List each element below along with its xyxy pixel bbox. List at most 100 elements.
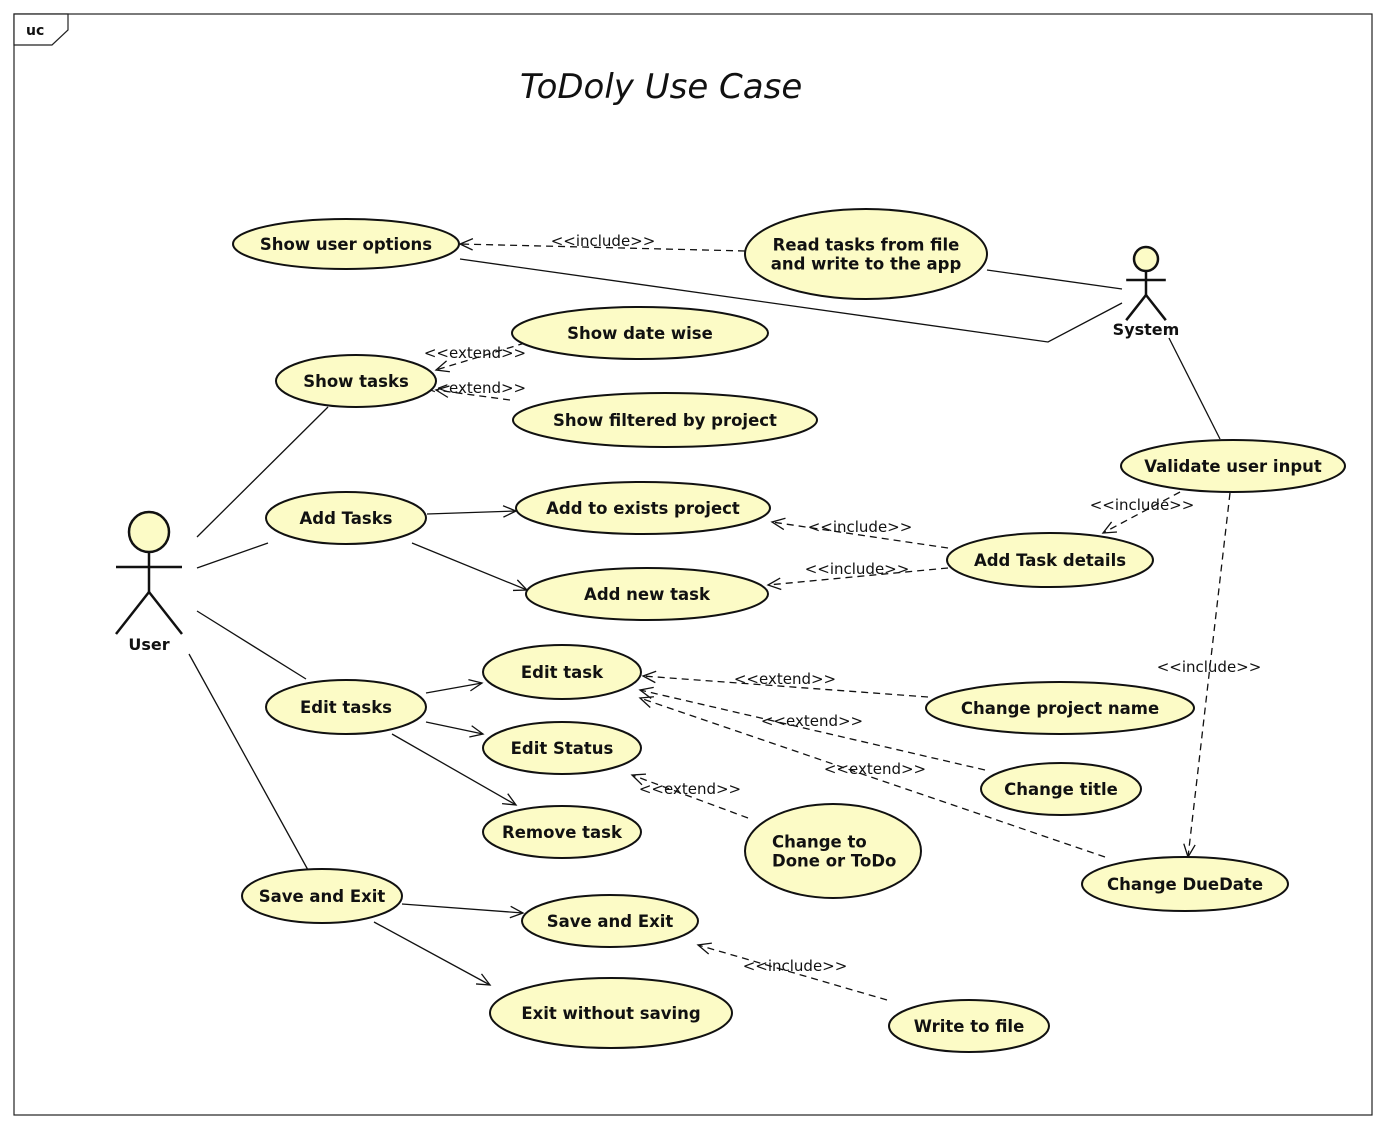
use-case-edit-task[interactable]: Edit task: [482, 644, 642, 700]
directed-edit-tasks-to-edit-status-arrowhead: [469, 725, 485, 738]
actor-system: System: [1113, 245, 1179, 339]
use-case-label: Edit task: [521, 663, 604, 682]
use-case-add-task-details[interactable]: Add Task details: [946, 532, 1154, 588]
use-case-label: Edit Status: [511, 739, 614, 758]
association-user-to-save-exit-main-line: [188, 653, 309, 871]
use-case-label: Change project name: [961, 699, 1159, 718]
actor-user: User: [115, 510, 183, 654]
include-validate-input-to-add-task-details-arrowhead: [1101, 521, 1118, 534]
use-case-show-date-wise[interactable]: Show date wise: [511, 306, 769, 360]
extend-show-filtered-to-show-tasks-arrowhead: [434, 385, 450, 398]
include-add-task-details-to-add-new-task-label: <<include>>: [805, 560, 910, 578]
use-case-change-title[interactable]: Change title: [980, 762, 1142, 816]
extend-show-filtered-to-show-tasks-line: [435, 389, 511, 401]
actor-legs: [115, 589, 183, 635]
use-case-label: Add to exists project: [546, 499, 740, 518]
use-case-validate-input[interactable]: Validate user input: [1120, 439, 1346, 493]
use-case-ellipse[interactable]: [512, 392, 818, 448]
use-case-ellipse[interactable]: [980, 762, 1142, 816]
use-case-label: Change to: [772, 833, 867, 852]
use-case-ellipse[interactable]: [744, 803, 922, 899]
extend-change-duedate-to-edit-task-arrowhead: [638, 696, 655, 709]
actor-label: User: [128, 635, 169, 654]
use-case-ellipse[interactable]: [525, 567, 769, 621]
extend-change-project-name-to-edit-task-label: <<extend>>: [734, 670, 836, 688]
include-add-task-details-to-add-new-task-arrowhead: [766, 577, 782, 591]
include-add-task-details-to-add-to-exists-label: <<include>>: [808, 518, 913, 536]
use-case-edit-status[interactable]: Edit Status: [482, 721, 642, 775]
use-case-label: Edit tasks: [300, 698, 392, 717]
include-read-tasks-to-show-user-options-label: <<include>>: [551, 232, 656, 250]
actor-head: [1132, 245, 1160, 273]
use-case-ellipse[interactable]: [232, 218, 460, 270]
extend-change-done-todo-to-edit-status-line: [631, 774, 749, 819]
use-case-ellipse[interactable]: [521, 894, 699, 948]
use-case-label: Done or ToDo: [772, 852, 896, 871]
use-case-ellipse[interactable]: [1120, 439, 1346, 493]
use-case-label: and write to the app: [771, 255, 962, 274]
association-user-to-show-tasks-line: [196, 406, 329, 538]
use-case-change-project-name[interactable]: Change project name: [925, 681, 1195, 735]
use-case-ellipse[interactable]: [888, 999, 1050, 1053]
extend-change-done-todo-to-edit-status-arrowhead: [630, 773, 647, 786]
include-add-task-details-to-add-new-task-line: [767, 567, 949, 586]
use-case-ellipse[interactable]: [482, 644, 642, 700]
include-write-to-file-to-save-exit-line: [697, 944, 888, 1001]
frame-tag-box: [13, 13, 69, 46]
association-system-to-validate-input-line: [1168, 337, 1221, 440]
use-case-add-tasks[interactable]: Add Tasks: [265, 491, 427, 545]
use-case-save-exit[interactable]: Save and Exit: [521, 894, 699, 948]
extend-show-date-wise-to-show-tasks-line: [435, 342, 526, 371]
use-case-add-new-task[interactable]: Add new task: [525, 567, 769, 621]
use-case-add-to-exists[interactable]: Add to exists project: [515, 481, 771, 535]
use-case-exit-without-saving[interactable]: Exit without saving: [489, 977, 733, 1049]
use-case-ellipse[interactable]: [511, 306, 769, 360]
association-system-to-read-tasks-line: [986, 269, 1123, 290]
use-case-ellipse[interactable]: [744, 208, 988, 300]
use-case-ellipse[interactable]: [515, 481, 771, 535]
use-case-show-filtered[interactable]: Show filtered by project: [512, 392, 818, 448]
use-case-ellipse[interactable]: [482, 721, 642, 775]
include-write-to-file-to-save-exit-label: <<include>>: [743, 957, 848, 975]
frame-tag: uc: [26, 23, 44, 39]
use-cases: Show user options Read tasks from fileand…: [232, 208, 1346, 1053]
relationship-lines: [188, 238, 1231, 1001]
directed-edit-tasks-to-edit-task-line: [425, 682, 483, 694]
extend-change-duedate-to-edit-task-line: [639, 697, 1106, 858]
use-case-label: Change DueDate: [1107, 875, 1263, 894]
extend-change-project-name-to-edit-task-arrowhead: [641, 670, 657, 684]
use-case-label: Write to file: [914, 1017, 1025, 1036]
directed-edit-tasks-to-edit-status-line: [425, 721, 484, 735]
use-case-ellipse[interactable]: [275, 354, 437, 408]
use-case-ellipse[interactable]: [1081, 856, 1289, 912]
extend-change-title-to-edit-task-arrowhead: [638, 686, 654, 699]
use-case-label: Add new task: [584, 585, 711, 604]
use-case-ellipse[interactable]: [489, 977, 733, 1049]
include-add-task-details-to-add-to-exists-line: [771, 521, 949, 549]
extend-change-duedate-to-edit-task-label: <<extend>>: [824, 760, 926, 778]
use-case-edit-tasks[interactable]: Edit tasks: [265, 679, 427, 735]
diagram-frame: [13, 13, 1373, 1116]
extend-show-filtered-to-show-tasks-label: <<extend>>: [424, 379, 526, 397]
use-case-show-user-options[interactable]: Show user options: [232, 218, 460, 270]
use-case-remove-task[interactable]: Remove task: [482, 805, 642, 859]
use-case-ellipse[interactable]: [925, 681, 1195, 735]
directed-edit-tasks-to-remove-task-line: [391, 733, 517, 806]
include-write-to-file-to-save-exit-arrowhead: [696, 942, 712, 955]
diagram-title: ToDoly Use Case: [520, 67, 802, 107]
use-case-change-duedate[interactable]: Change DueDate: [1081, 856, 1289, 912]
use-case-show-tasks[interactable]: Show tasks: [275, 354, 437, 408]
use-case-ellipse[interactable]: [482, 805, 642, 859]
use-case-write-to-file[interactable]: Write to file: [888, 999, 1050, 1053]
use-case-ellipse[interactable]: [946, 532, 1154, 588]
include-validate-input-to-add-task-details-line: [1102, 491, 1181, 534]
use-case-save-exit-main[interactable]: Save and Exit: [241, 868, 403, 924]
use-case-ellipse[interactable]: [241, 868, 403, 924]
use-case-ellipse[interactable]: [265, 491, 427, 545]
extend-show-date-wise-to-show-tasks-label: <<extend>>: [424, 344, 526, 362]
directed-save-exit-main-to-exit-without-saving-line: [373, 921, 491, 986]
use-case-ellipse[interactable]: [265, 679, 427, 735]
